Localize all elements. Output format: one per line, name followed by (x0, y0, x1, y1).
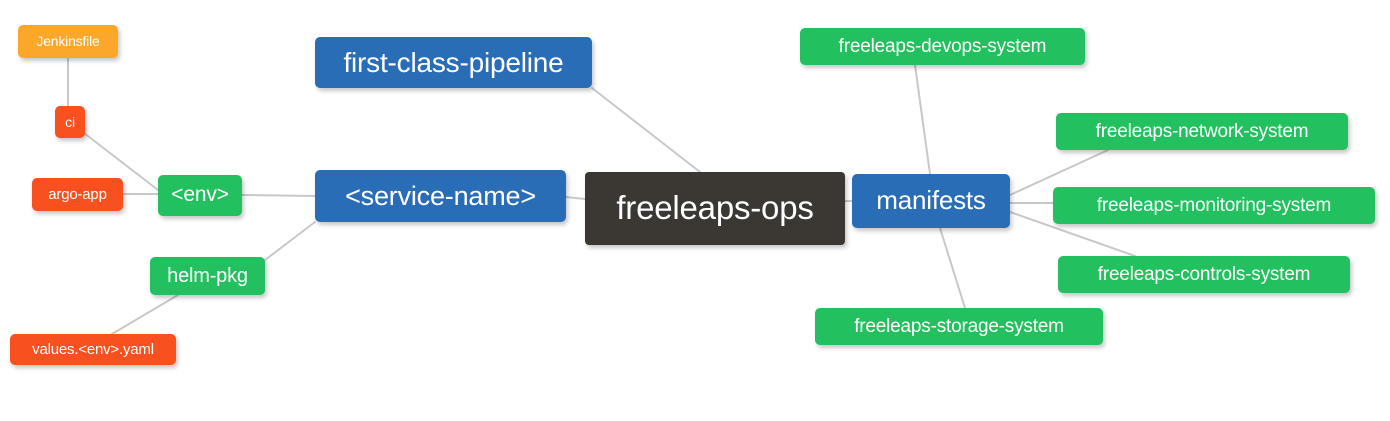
mindmap-node-jenkinsfile[interactable]: Jenkinsfile (18, 25, 118, 58)
mindmap-node-freeleaps-storage-system[interactable]: freeleaps-storage-system (815, 308, 1103, 345)
mindmap-node-freeleaps-network-system[interactable]: freeleaps-network-system (1056, 113, 1348, 150)
mindmap-node-freeleaps-devops-system[interactable]: freeleaps-devops-system (800, 28, 1085, 65)
mindmap-node-values-env-yaml[interactable]: values.<env>.yaml (10, 334, 176, 365)
edge-manifests-to-freeleaps-storage-system (939, 227, 966, 309)
edge-service-name-to-helm-pkg (264, 221, 316, 261)
mindmap-node-argo-app[interactable]: argo-app (32, 178, 123, 211)
mindmap-node-first-class-pipeline[interactable]: first-class-pipeline (315, 37, 592, 88)
mindmap-node-helm-pkg[interactable]: helm-pkg (150, 257, 265, 295)
mindmap-node-service-name[interactable]: <service-name> (315, 170, 566, 222)
mindmap-node-freeleaps-monitoring-system[interactable]: freeleaps-monitoring-system (1053, 187, 1375, 224)
edge-first-class-pipeline-to-freeleaps-ops (591, 87, 701, 173)
edge-service-name-to-freeleaps-ops (565, 196, 586, 200)
mindmap-node-freeleaps-controls-system[interactable]: freeleaps-controls-system (1058, 256, 1350, 293)
mindmap-node-freeleaps-ops[interactable]: freeleaps-ops (585, 172, 845, 245)
edge-manifests-to-freeleaps-devops-system (914, 64, 931, 175)
edge-env-to-service-name (241, 194, 316, 197)
edge-helm-pkg-to-values-env-yaml (111, 294, 179, 335)
mindmap-node-env[interactable]: <env> (158, 175, 242, 216)
mindmap-node-manifests[interactable]: manifests (852, 174, 1010, 228)
mindmap-node-ci[interactable]: ci (55, 106, 85, 138)
